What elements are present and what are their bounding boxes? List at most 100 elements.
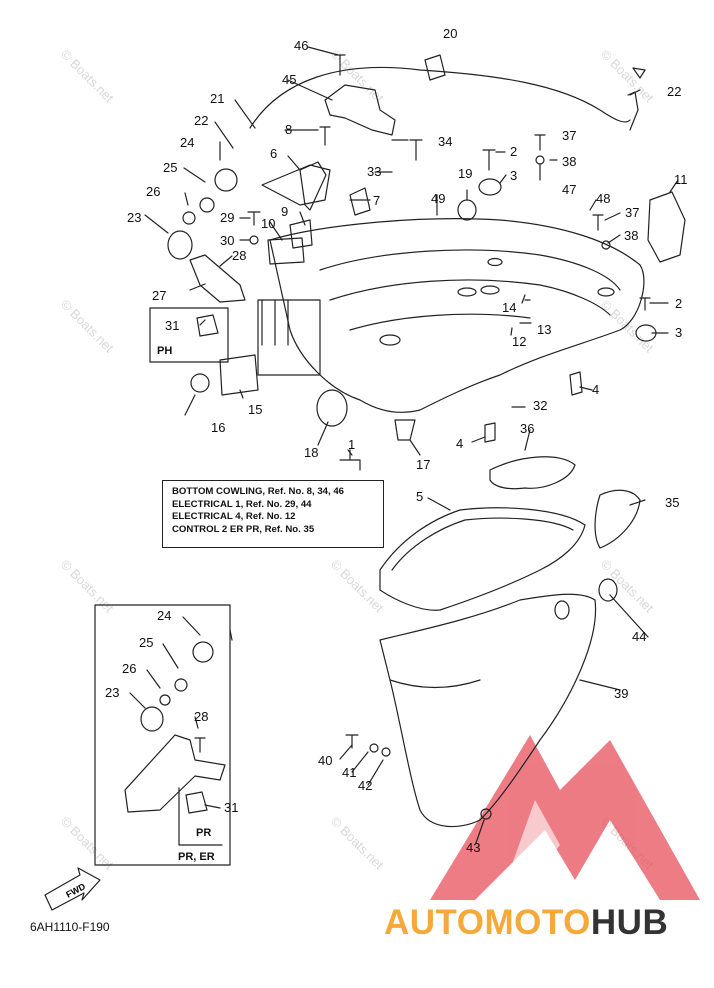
callout-19: 19 bbox=[458, 166, 472, 181]
callout-38: 38 bbox=[562, 154, 576, 169]
callout-14: 14 bbox=[502, 300, 516, 315]
grommet-3 bbox=[478, 178, 502, 196]
callout-22: 22 bbox=[667, 84, 681, 99]
bottom-cowling bbox=[269, 218, 645, 413]
grommet-hole bbox=[457, 287, 477, 297]
callout-6: 6 bbox=[270, 146, 277, 161]
callout-23: 23 bbox=[127, 210, 141, 225]
seal-5-inner bbox=[391, 517, 574, 571]
callout-8: 8 bbox=[285, 122, 292, 137]
callout-47: 47 bbox=[562, 182, 576, 197]
ph-label: PH bbox=[157, 345, 172, 357]
cowling-floor bbox=[349, 313, 531, 331]
subgroup-outline bbox=[94, 604, 231, 866]
fuel-connector bbox=[627, 67, 646, 131]
grommet-19 bbox=[457, 199, 477, 221]
callout-26: 26 bbox=[122, 661, 136, 676]
watermark: © Boats.net bbox=[598, 297, 657, 356]
washer-43 bbox=[480, 808, 492, 820]
callouts: 46 20 45 22 21 22 8 34 37 24 6 2 38 25 3… bbox=[105, 26, 688, 863]
brand-wordmark: AUTOMOTOHUB bbox=[384, 903, 668, 943]
callout-13: 13 bbox=[537, 322, 551, 337]
leader-lines bbox=[129, 46, 679, 844]
callout-44: 44 bbox=[632, 629, 646, 644]
brand-part1: AUTO bbox=[384, 903, 485, 942]
callout-24: 24 bbox=[157, 608, 171, 623]
callout-10: 10 bbox=[261, 216, 275, 231]
callout-42: 42 bbox=[358, 778, 372, 793]
bracket-35 bbox=[594, 489, 641, 549]
watermark: © Boats.net bbox=[58, 814, 117, 873]
grommet-hole bbox=[480, 285, 500, 295]
callout-32: 32 bbox=[533, 398, 547, 413]
ph-inset-outline bbox=[149, 307, 229, 363]
callout-12: 12 bbox=[512, 334, 526, 349]
callout-31: 31 bbox=[165, 318, 179, 333]
callout-25: 25 bbox=[139, 635, 153, 650]
fwd-arrow bbox=[44, 867, 101, 911]
cable-top bbox=[249, 66, 631, 129]
callout-41: 41 bbox=[342, 765, 356, 780]
callout-28: 28 bbox=[194, 709, 208, 724]
callout-16: 16 bbox=[211, 420, 225, 435]
reference-line: CONTROL 2 ER PR, Ref. No. 35 bbox=[172, 523, 315, 535]
cover-11 bbox=[647, 191, 686, 263]
lower-cowling-edge bbox=[389, 679, 481, 689]
callout-49: 49 bbox=[431, 191, 445, 206]
callout-23: 23 bbox=[105, 685, 119, 700]
callout-7: 7 bbox=[373, 193, 380, 208]
seal-5 bbox=[379, 507, 586, 611]
automotohub-logo-mark bbox=[430, 735, 700, 900]
grommet-18 bbox=[316, 389, 348, 427]
pad-10 bbox=[267, 237, 305, 265]
callout-9: 9 bbox=[281, 204, 288, 219]
callout-37: 37 bbox=[562, 128, 576, 143]
side-panel-ribs bbox=[261, 299, 289, 346]
watermark: © Boats.net bbox=[58, 47, 117, 106]
line-art bbox=[44, 46, 686, 911]
bracket-36 bbox=[489, 456, 576, 490]
callout-31: 31 bbox=[224, 800, 238, 815]
grommet-hole bbox=[379, 334, 401, 346]
gear-24-sub bbox=[192, 641, 214, 663]
brand-part3: HUB bbox=[590, 903, 669, 942]
collar-4-lower bbox=[484, 422, 496, 443]
clip-31 bbox=[196, 314, 219, 337]
washer-38 bbox=[535, 155, 545, 165]
cowling-hole bbox=[554, 600, 570, 620]
callout-26: 26 bbox=[146, 184, 160, 199]
grommet-hole bbox=[487, 257, 503, 267]
clip-20 bbox=[424, 54, 446, 81]
clip-6 bbox=[299, 161, 327, 211]
clip-26-sub bbox=[159, 694, 171, 706]
callout-36: 36 bbox=[520, 421, 534, 436]
callout-4: 4 bbox=[592, 382, 599, 397]
watermark: © Boats.net bbox=[598, 47, 657, 106]
washer-25 bbox=[199, 197, 215, 213]
watermark: © Boats.net bbox=[598, 557, 657, 616]
grommet-44 bbox=[598, 578, 618, 602]
cowling-inner-rim bbox=[329, 279, 611, 316]
callout-4: 4 bbox=[456, 436, 463, 451]
callout-48: 48 bbox=[596, 191, 610, 206]
bolts bbox=[247, 54, 651, 749]
lower-cowling-39 bbox=[379, 593, 597, 828]
grommet-23 bbox=[167, 230, 193, 260]
bracket-sub bbox=[124, 734, 226, 813]
reference-line: ELECTRICAL 4, Ref. No. 12 bbox=[172, 511, 296, 523]
callout-21: 21 bbox=[210, 91, 224, 106]
callout-35: 35 bbox=[665, 495, 679, 510]
callout-15: 15 bbox=[248, 402, 262, 417]
washer-38-right bbox=[601, 240, 611, 250]
callout-17: 17 bbox=[416, 457, 430, 472]
bracket-45 bbox=[324, 84, 396, 136]
grommet-hole bbox=[597, 287, 615, 297]
reference-line: ELECTRICAL 1, Ref. No. 29, 44 bbox=[172, 498, 312, 510]
watermark: © Boats.net bbox=[58, 297, 117, 356]
callout-46: 46 bbox=[294, 38, 308, 53]
subgroup-tie bbox=[229, 629, 233, 641]
reference-box: BOTTOM COWLING, Ref. No. 8, 34, 46 ELECT… bbox=[162, 480, 384, 548]
clip-26 bbox=[182, 211, 196, 225]
callout-2: 2 bbox=[510, 144, 517, 159]
